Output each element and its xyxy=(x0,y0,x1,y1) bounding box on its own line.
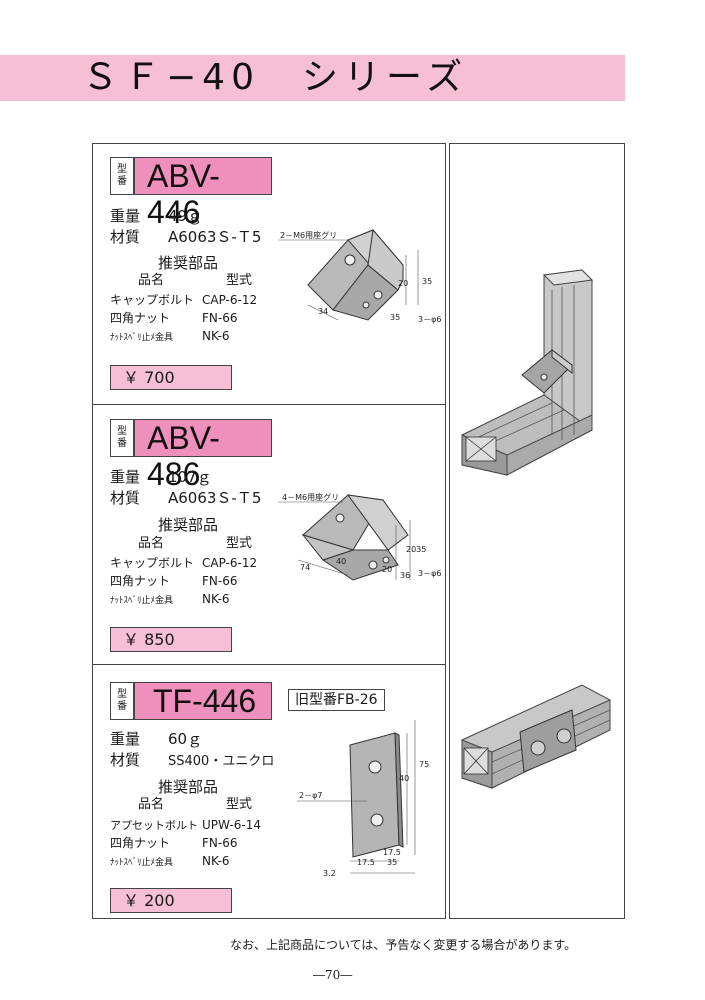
svg-text:2－φ7: 2－φ7 xyxy=(299,791,322,800)
col-part-name: 品名 xyxy=(138,797,165,812)
abv-assembly-illustration xyxy=(461,269,594,476)
section-divider xyxy=(92,143,446,144)
section-divider xyxy=(92,918,446,919)
svg-text:40: 40 xyxy=(336,557,346,566)
page-title: ＳＦ−40 シリーズ xyxy=(82,57,469,98)
abv-446-drawing: 2－M6用座グリ 35 20 34 35 3－φ6 xyxy=(278,228,441,324)
recommended-parts-title: 推奨部品 xyxy=(158,516,219,534)
svg-text:20: 20 xyxy=(398,279,408,288)
model-number: ABV-486 xyxy=(134,419,272,492)
svg-text:35: 35 xyxy=(390,313,400,322)
kataban-label: 型番 xyxy=(110,419,134,457)
price-box: ￥ 200 xyxy=(110,888,232,913)
header-band xyxy=(0,55,625,101)
svg-text:20: 20 xyxy=(382,565,392,574)
price-box: ￥ 850 xyxy=(110,627,232,652)
svg-text:35: 35 xyxy=(422,277,432,286)
svg-text:74: 74 xyxy=(300,563,310,572)
model-number: ABV-446 xyxy=(134,157,272,230)
kataban-label: 型番 xyxy=(110,682,134,720)
col-type: 型式 xyxy=(226,536,253,551)
svg-text:40: 40 xyxy=(399,774,409,783)
col-part-name: 品名 xyxy=(138,536,165,551)
col-part-name: 品名 xyxy=(138,273,165,288)
col-type: 型式 xyxy=(226,273,253,288)
tf-assembly-illustration xyxy=(461,684,611,789)
svg-text:2－M6用座グリ: 2－M6用座グリ xyxy=(280,230,337,240)
frame-left-edge xyxy=(92,143,93,919)
recommended-parts-title: 推奨部品 xyxy=(158,254,219,272)
abv-486-drawing: 4－M6用座グリ 2035 74 40 20 36 3－φ6 xyxy=(278,492,441,581)
price-box: ￥ 700 xyxy=(110,365,232,390)
section-divider xyxy=(92,404,446,405)
old-model-number: 旧型番FB-26 xyxy=(288,689,385,711)
assembly-image-panel xyxy=(449,143,625,919)
svg-text:4－M6用座グリ: 4－M6用座グリ xyxy=(282,492,339,502)
disclaimer-note: なお、上記商品については、予告なく変更する場合があります。 xyxy=(230,938,577,952)
frame-right-edge xyxy=(445,143,446,919)
svg-text:75: 75 xyxy=(419,760,429,769)
tf-446-drawing: 75 40 2－φ7 17.5 17.5 35 3.2 xyxy=(297,720,429,878)
svg-text:36: 36 xyxy=(400,571,410,580)
recommended-parts-title: 推奨部品 xyxy=(158,778,219,796)
col-type: 型式 xyxy=(226,797,253,812)
model-number: TF-446 xyxy=(134,682,272,720)
kataban-label: 型番 xyxy=(110,157,134,195)
svg-text:2035: 2035 xyxy=(406,545,426,554)
svg-text:3－φ6: 3－φ6 xyxy=(418,315,441,324)
svg-text:35: 35 xyxy=(387,858,397,867)
svg-text:17.5: 17.5 xyxy=(383,848,401,857)
svg-text:3.2: 3.2 xyxy=(323,869,336,878)
svg-text:17.5: 17.5 xyxy=(357,858,375,867)
svg-text:34: 34 xyxy=(318,307,328,316)
page-number: ―70― xyxy=(313,968,353,982)
svg-text:3－φ6: 3－φ6 xyxy=(418,569,441,578)
section-divider xyxy=(92,664,446,665)
